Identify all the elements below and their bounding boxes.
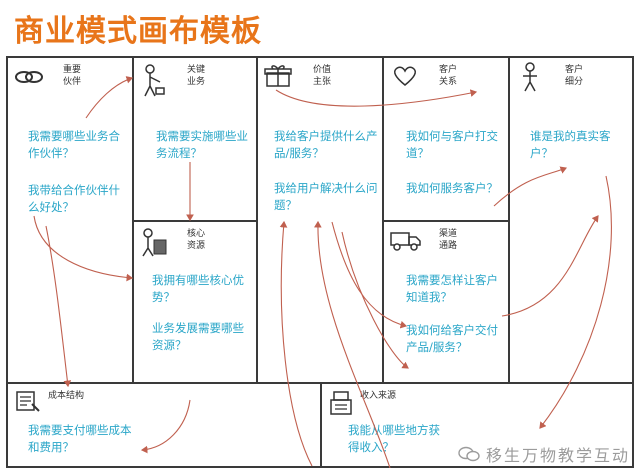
value-proposition-question-1: 我给客户提供什么产品/服务？ [274,129,378,160]
key-partners-question-1: 我需要哪些业务合作伙伴？ [28,129,120,160]
revenue-streams-question-1: 我能从哪些地方获得收入？ [348,423,440,454]
revenue-streams-label: 收入来源 [360,391,397,401]
channels-question-2: 我如何给客户交付产品/服务？ [406,323,498,354]
customer-segments-question-1: 谁是我的真实客户？ [530,129,611,160]
channels-label: 渠道通路 [438,229,457,251]
customer-relationships-question-2: 我如何服务客户？ [406,181,498,195]
customer-relationships-question-1: 我如何与客户打交道？ [406,129,498,160]
business-model-canvas: 重要伙伴 我需要哪些业务合作伙伴？ 我带给合作伙伴什么好处？ 关键业务 我需要实… [6,56,634,468]
customer-segments-label: 客户细分 [564,65,583,87]
block-cost-structure: 成本结构 我需要支付哪些成本和费用？ [6,382,322,468]
block-key-partners: 重要伙伴 我需要哪些业务合作伙伴？ 我带给合作伙伴什么好处？ [6,56,134,384]
cost-structure-label: 成本结构 [48,391,85,401]
key-resources-question-2: 业务发展需要哪些资源？ [152,321,244,352]
key-activities-label: 关键业务 [186,65,205,87]
gift-icon [264,65,292,87]
watermark: 移生万物教学互动 [458,442,630,466]
block-value-proposition: 价值主张 我给客户提供什么产品/服务？ 我给用户解决什么问题？ [256,56,384,384]
block-channels: 渠道通路 我需要怎样让客户知道我？ 我如何给客户交付产品/服务？ [382,220,510,384]
customer-relationships-label: 客户关系 [438,65,457,87]
wechat-icon [458,446,480,462]
heart-icon [393,66,417,86]
delivery-worker-icon [144,64,165,97]
block-customer-segments: 客户细分 谁是我的真实客户？ [508,56,634,384]
watermark-text: 移生万物教学互动 [485,446,630,465]
person-icon [523,62,537,92]
cash-register-icon [330,391,352,415]
block-key-activities: 关键业务 我需要实施哪些业务流程？ [132,56,258,222]
chain-link-icon [15,71,43,83]
key-activities-question-1: 我需要实施哪些业务流程？ [156,129,248,160]
key-resources-label: 核心资源 [186,229,205,251]
receipt-icon [16,391,40,412]
key-partners-label: 重要伙伴 [62,65,81,87]
truck-icon [390,232,421,251]
cost-structure-question-1: 我需要支付哪些成本和费用？ [28,423,132,454]
block-key-resources: 核心资源 我拥有哪些核心优势？ 业务发展需要哪些资源？ [132,220,258,384]
value-proposition-label: 价值主张 [312,65,331,87]
channels-question-1: 我需要怎样让客户知道我？ [406,273,498,304]
value-proposition-question-2: 我给用户解决什么问题？ [274,181,378,212]
factory-worker-icon [142,228,167,257]
key-partners-question-2: 我带给合作伙伴什么好处？ [28,183,120,214]
block-customer-relationships: 客户关系 我如何与客户打交道？ 我如何服务客户？ [382,56,510,222]
key-resources-question-1: 我拥有哪些核心优势？ [152,273,244,304]
page-title: 商业模式画布模板 [14,14,262,49]
